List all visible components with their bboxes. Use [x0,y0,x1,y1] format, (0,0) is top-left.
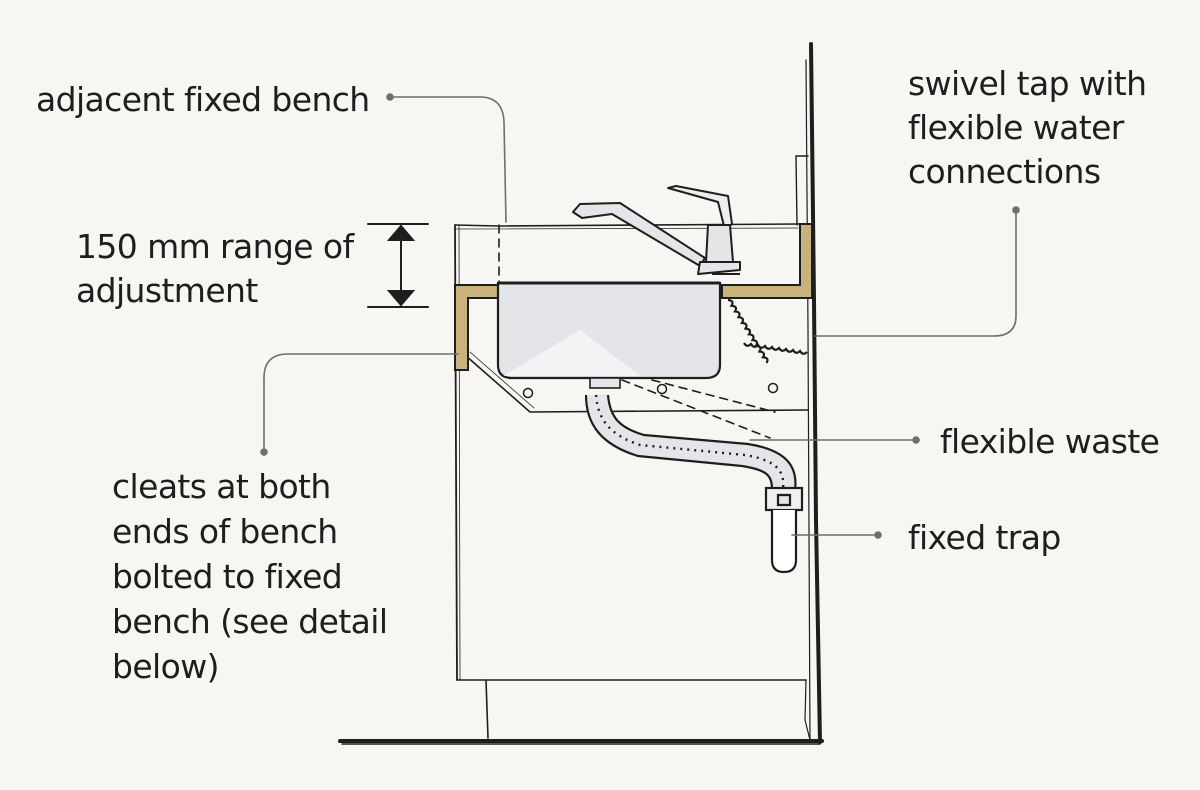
swivel-tap-drawing [572,185,741,275]
label-cleats-line-4: bench (see detail [112,602,388,641]
label-cleats-line-3: bolted to fixed [112,557,343,596]
label-range-line-2: adjustment [76,271,258,310]
label-cleats: cleats at both ends of bench bolted to f… [112,464,388,689]
wall-line [809,42,822,744]
bench-top [454,223,801,227]
support-bracket [464,354,809,413]
adjustment-range-arrow [367,223,429,308]
cleat-right [721,223,813,299]
label-tap-line-1: swivel tap with [908,64,1147,103]
cleat-left [454,284,501,371]
fixed-trap-drawing [764,486,804,574]
label-cleats-line-1: cleats at both [112,467,331,506]
label-adjacent-fixed-bench: adjacent fixed bench [36,80,370,119]
flexible-waste-hose [584,393,797,491]
flexible-water-connection [727,298,769,364]
label-swivel-tap: swivel tap with flexible water connectio… [908,62,1147,194]
leader-swivel-tap [814,211,1017,337]
label-tap-line-3: connections [908,152,1101,191]
label-cleats-line-2: ends of bench [112,512,338,551]
label-flexible-waste: flexible waste [940,422,1160,461]
label-range-of-adjustment: 150 mm range of adjustment [76,225,354,313]
label-cleats-line-5: below) [112,647,219,686]
label-range-line-1: 150 mm range of [76,227,354,266]
label-fixed-trap: fixed trap [908,518,1061,557]
leader-adjacent-bench [393,96,507,223]
leader-cleats [263,353,459,449]
label-tap-line-2: flexible water [908,108,1124,147]
